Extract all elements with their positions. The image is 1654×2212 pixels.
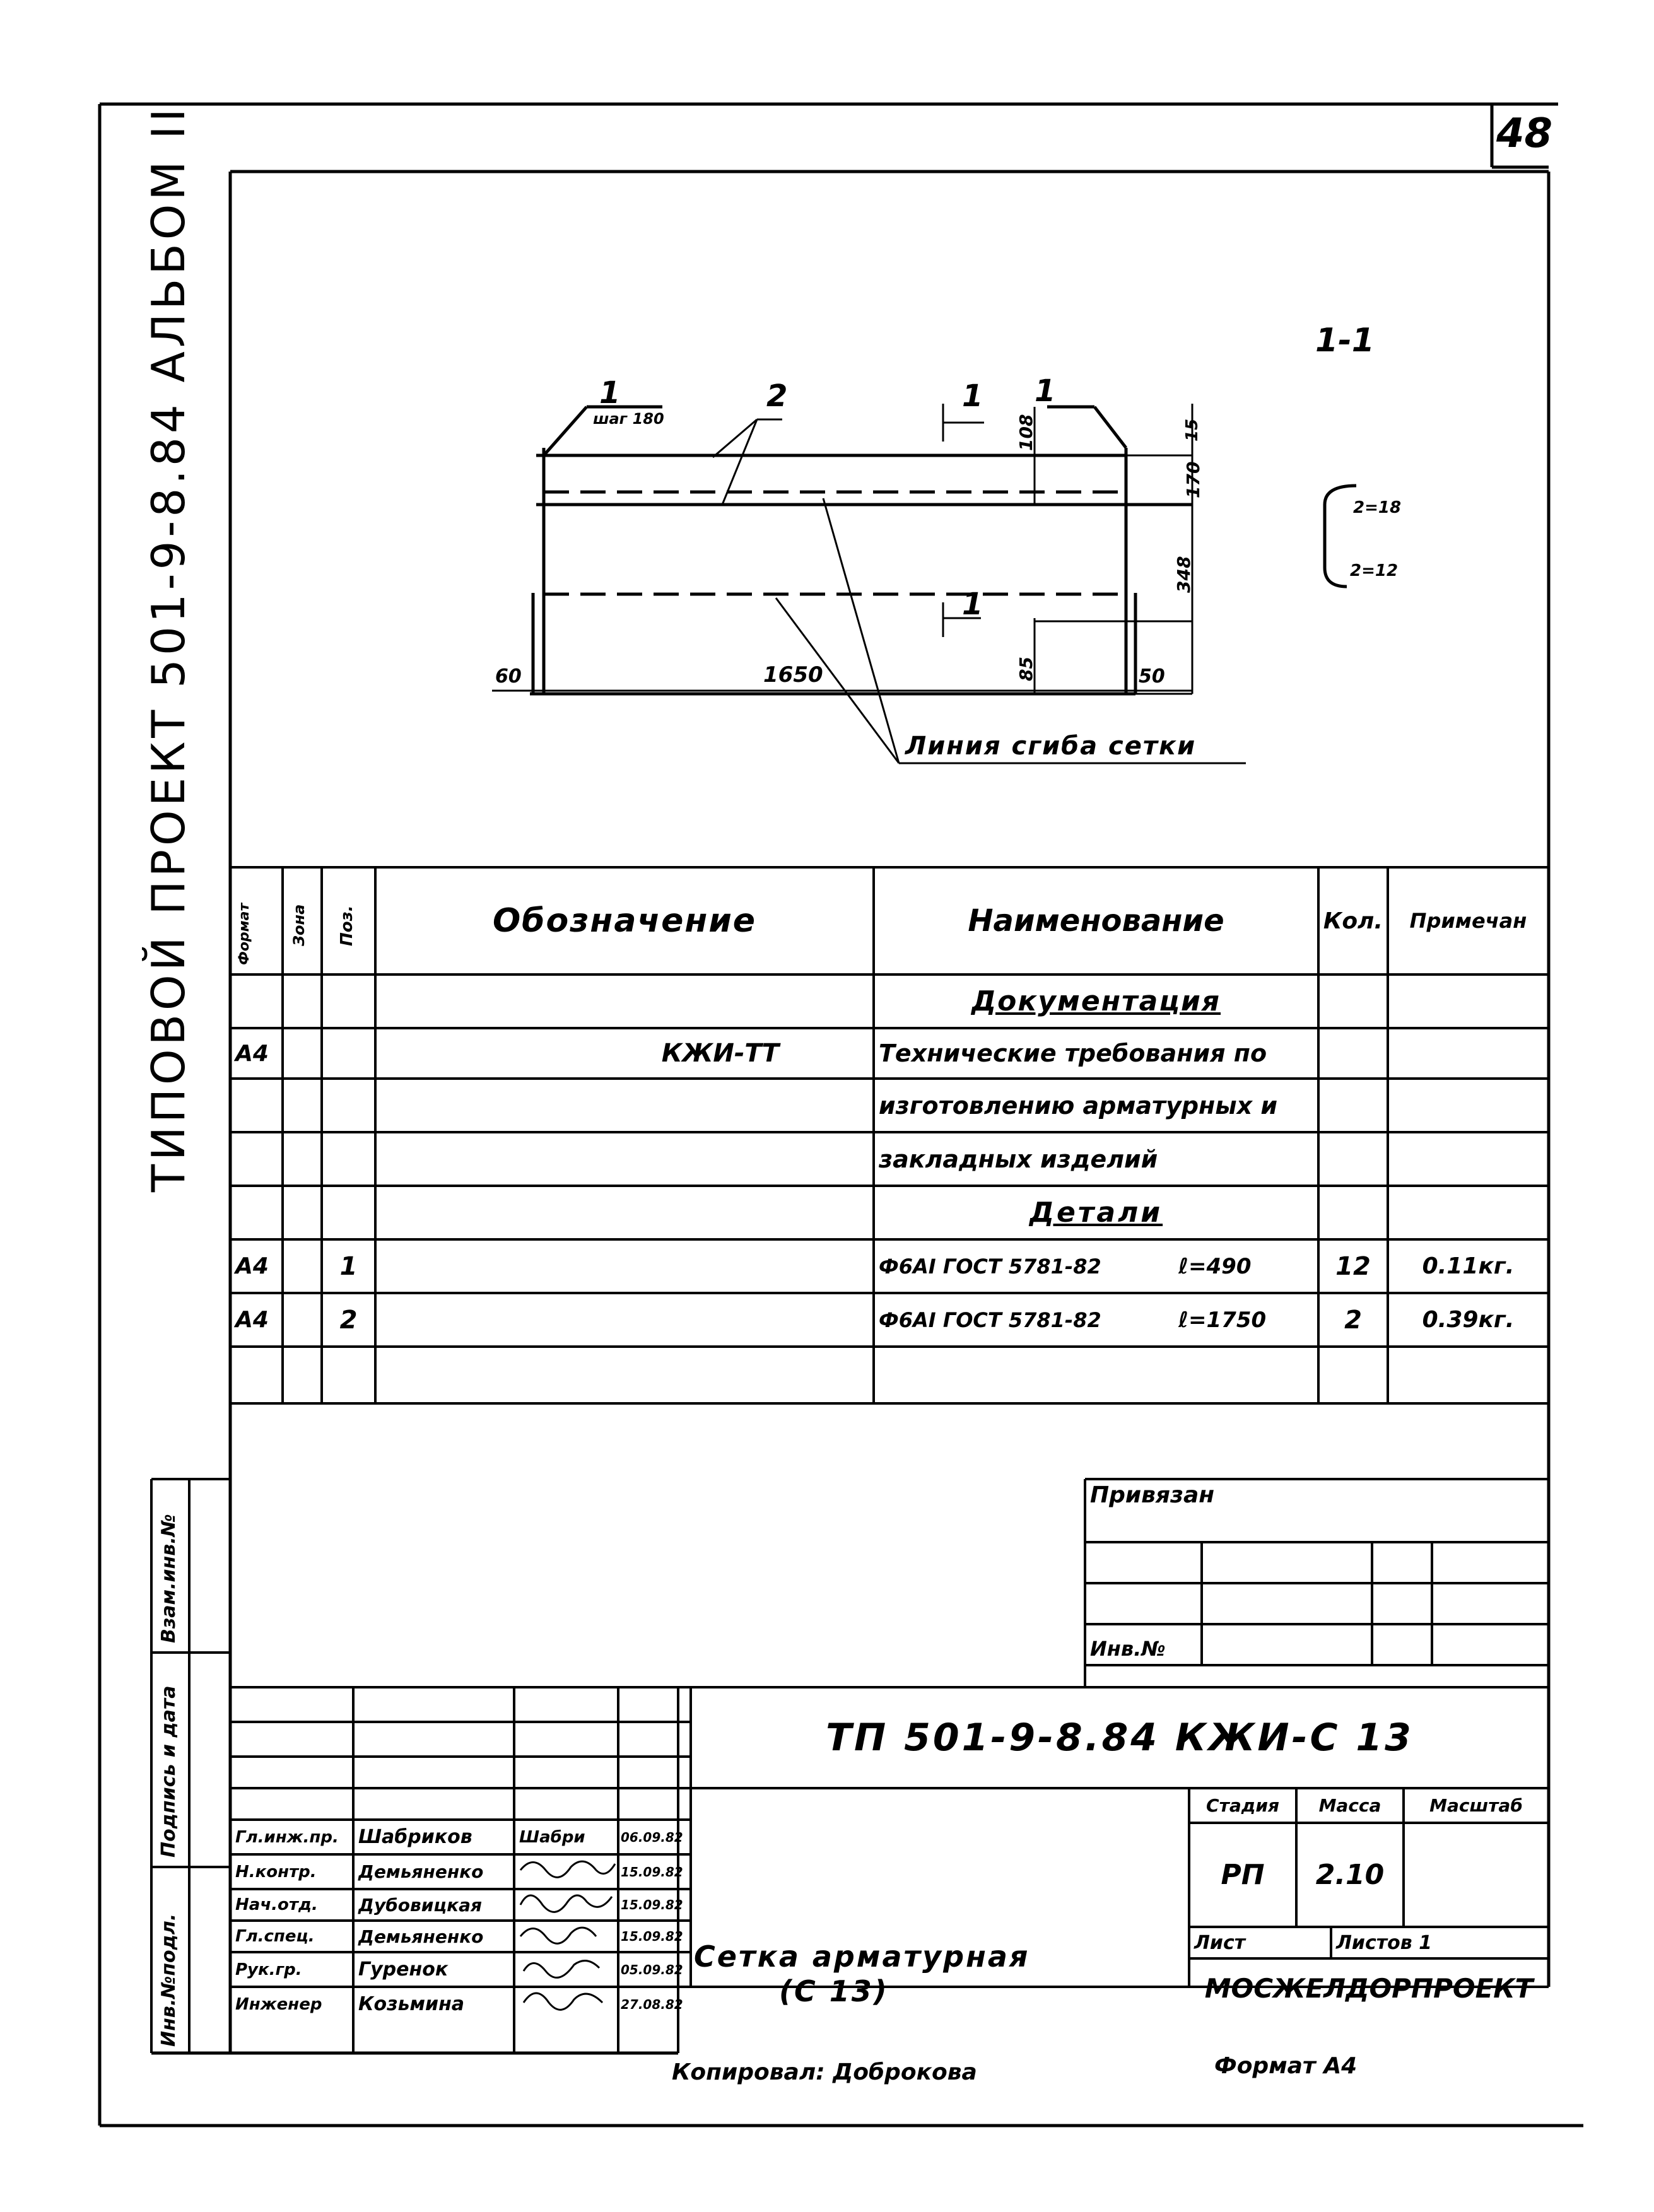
spec-row-designation: КЖИ-ТТ	[661, 1039, 779, 1068]
copied-by: Копировал: Доброкова	[672, 2059, 977, 2085]
product-name: Сетка арматурная	[694, 1940, 1030, 1974]
spec-row-name: Технические требования по	[879, 1039, 1267, 1067]
spec-row-note: 0.39кг.	[1422, 1307, 1515, 1333]
signature-mark	[519, 1860, 616, 1878]
signature-mark	[522, 1960, 601, 1979]
spec-row-name: Ф6АІ ГОСТ 5781-82	[879, 1254, 1101, 1279]
person-role: Нач.отд.	[235, 1895, 318, 1914]
section-view	[1323, 484, 1357, 588]
pos1-right-label: 1	[1035, 373, 1056, 409]
person-role: Гл.инж.пр.	[235, 1827, 339, 1847]
person-name: Демьяненко	[358, 1861, 484, 1882]
stage-value: РП	[1221, 1859, 1265, 1891]
spec-row-note: 0.11кг.	[1422, 1253, 1515, 1279]
sheet-format: Формат А4	[1214, 2053, 1358, 2079]
person-date: 27.08.82	[621, 1996, 683, 2012]
person-name: Шабриков	[358, 1826, 472, 1848]
person-date: 05.09.82	[621, 1962, 683, 1977]
header-designation: Обозначение	[492, 902, 757, 940]
section-label: 1-1	[1315, 322, 1375, 360]
spec-row-pos: 1	[339, 1251, 358, 1281]
spec-row-qty: 2	[1344, 1305, 1362, 1335]
spec-row-format: А4	[235, 1253, 269, 1279]
section-z-top: 2=18	[1353, 498, 1402, 517]
spec-row-length: ℓ=1750	[1178, 1307, 1267, 1333]
pos1-left-label: 1	[599, 375, 621, 411]
section-z-bottom: 2=12	[1350, 561, 1399, 580]
person-role: Гл.спец.	[235, 1927, 315, 1946]
binding-title: Привязан	[1090, 1482, 1215, 1508]
stage-label: Стадия	[1206, 1795, 1279, 1816]
person-date: 15.09.82	[621, 1929, 683, 1944]
organization: МОСЖЕЛДОРПРОЕКТ	[1204, 1973, 1534, 2004]
signature-mark	[519, 1926, 597, 1945]
spec-row-length: ℓ=490	[1178, 1253, 1252, 1279]
page-number: 48	[1496, 110, 1553, 157]
dim-1650: 1650	[763, 662, 823, 688]
person-name: Дубовицкая	[358, 1894, 482, 1916]
person-date: 06.09.82	[621, 1829, 683, 1845]
spec-row-format: А4	[235, 1307, 269, 1333]
sheets-count: Листов 1	[1336, 1931, 1433, 1954]
mass-value: 2.10	[1315, 1859, 1385, 1891]
spec-row-name: Детали	[1029, 1197, 1163, 1229]
spec-row-name: изготовлению арматурных и	[879, 1091, 1278, 1120]
spec-row-qty: 12	[1335, 1251, 1371, 1281]
person-role: Инженер	[235, 1994, 322, 2014]
spec-row-name: Ф6АІ ГОСТ 5781-82	[879, 1308, 1101, 1332]
person-name: Гуренок	[358, 1958, 449, 1981]
scale-label: Масштаб	[1429, 1795, 1523, 1816]
cut-mark-top: 1	[962, 378, 983, 414]
sheet-label: Лист	[1194, 1931, 1246, 1954]
person-date: 15.09.82	[621, 1864, 683, 1880]
pitch-label: шаг 180	[593, 410, 664, 428]
mass-label: Масса	[1318, 1795, 1381, 1816]
spec-row-format: А4	[235, 1040, 269, 1067]
signature-mark	[519, 1894, 613, 1913]
dim-60: 60	[495, 665, 522, 688]
header-name: Наименование	[968, 903, 1224, 939]
document-code: ТП 501-9-8.84 КЖИ-С 13	[826, 1716, 1414, 1760]
spec-row-name: закладных изделий	[879, 1145, 1158, 1173]
spec-row-pos: 2	[339, 1305, 358, 1335]
dim-50: 50	[1139, 665, 1165, 688]
pos2-label: 2	[766, 378, 788, 414]
header-qty: Кол.	[1323, 908, 1383, 934]
spec-row-name: Документация	[971, 985, 1221, 1017]
cut-mark-bottom: 1	[962, 587, 983, 622]
header-note: Примечан	[1409, 909, 1527, 933]
product-mark: (С 13)	[779, 1974, 889, 2008]
person-date: 15.09.82	[621, 1897, 683, 1912]
person-name: Козьмина	[358, 1993, 465, 2015]
person-role: Н.контр.	[235, 1862, 317, 1881]
binding-inv: Инв.№	[1090, 1637, 1166, 1661]
person-signature: Шабри	[519, 1827, 585, 1847]
person-role: Рук.гр.	[235, 1960, 302, 1979]
person-name: Демьяненко	[358, 1926, 484, 1947]
bend-line-label: Линия сгиба сетки	[905, 732, 1197, 761]
signature-mark	[522, 1992, 604, 2011]
mesh-drawing	[530, 405, 1192, 696]
